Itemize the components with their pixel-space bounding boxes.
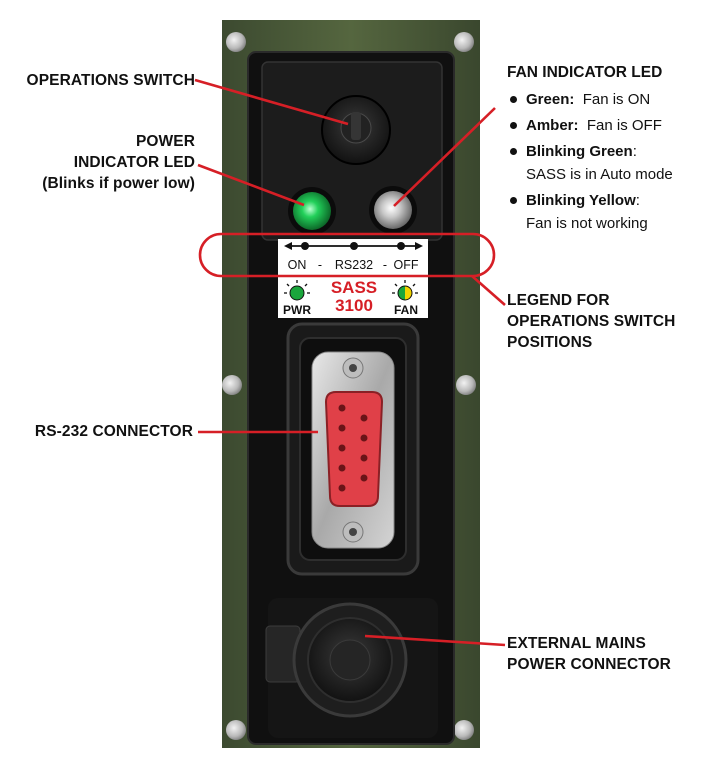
pwr-label: PWR [283, 303, 311, 317]
rs232-callout: RS-232 CONNECTOR [0, 421, 193, 442]
screw-icon [226, 720, 246, 740]
legend-on: ON [288, 258, 307, 272]
power-led-label-line1: POWER [135, 133, 195, 150]
power-led-leader [197, 163, 305, 207]
arrow-left-icon [284, 242, 292, 250]
legend-leader [471, 275, 506, 306]
fan-led-icon [392, 280, 418, 301]
fan-state-desc: : [632, 143, 637, 160]
switch-legend-plate [278, 239, 428, 318]
fan-state-term: Blinking Yellow [526, 192, 636, 209]
operations-switch-callout: OPERATIONS SWITCH [0, 70, 195, 91]
power-led-callout: POWER INDICATOR LED (Blinks if power low… [0, 131, 195, 194]
legend-dash: - [383, 258, 387, 272]
fan-led-callout: FAN INDICATOR LED Green: Fan is ON Amber… [507, 62, 722, 238]
fan-state-item: Green: Fan is ON [507, 88, 722, 111]
fan-led [374, 191, 412, 229]
standoff-hole [349, 528, 357, 536]
legend-label-line1: LEGEND FOR [507, 292, 610, 309]
mains-connector-center [329, 639, 371, 681]
fan-led-leader [393, 107, 496, 207]
fan-state-term: Blinking Green [526, 143, 633, 160]
db9-pins [338, 404, 368, 492]
fan-label: FAN [394, 303, 418, 317]
power-led [293, 192, 331, 230]
operations-switch-label: OPERATIONS SWITCH [26, 72, 195, 89]
pwr-led-icon [284, 280, 310, 301]
mains-label-line1: EXTERNAL MAINS [507, 635, 646, 652]
screw-icon [456, 375, 476, 395]
switch-position-dot [301, 242, 309, 250]
fan-state-desc: Fan is ON [574, 91, 651, 108]
annotation-lines [194, 78, 506, 647]
fan-state-desc: Fan is OFF [578, 117, 662, 134]
power-led-label-line2: INDICATOR LED [73, 154, 195, 171]
db9-red-insert [324, 391, 384, 507]
legend-label-line2: OPERATIONS SWITCH [507, 313, 676, 330]
operations-switch-leader [194, 78, 349, 126]
standoff-hole [349, 364, 357, 372]
fan-led-title: FAN INDICATOR LED [507, 64, 663, 81]
fan-state-desc: : [635, 192, 640, 209]
legend-off: OFF [394, 258, 419, 272]
fan-state-extra: SASS is in Auto mode [526, 166, 673, 183]
legend-label-line3: POSITIONS [507, 334, 593, 351]
fan-state-term: Amber: [526, 117, 579, 134]
fan-state-item: Blinking Green: SASS is in Auto mode [507, 140, 722, 186]
fan-state-term: Green: [526, 91, 575, 108]
screw-icon [454, 720, 474, 740]
legend-highlight-oval [198, 232, 496, 278]
arrow-right-icon [415, 242, 423, 250]
screw-icon [226, 32, 246, 52]
knob-lever [351, 112, 361, 140]
fan-state-extra: Fan is not working [526, 215, 648, 232]
mains-leader [364, 634, 506, 647]
fan-state-item: Amber: Fan is OFF [507, 114, 722, 137]
legend-callout: LEGEND FOR OPERATIONS SWITCH POSITIONS [507, 290, 722, 353]
legend-rs232: RS232 [335, 258, 373, 272]
model-number: 3100 [335, 296, 373, 315]
fan-led-states: Green: Fan is ON Amber: Fan is OFF Blink… [507, 88, 722, 235]
model-name: SASS [331, 278, 377, 297]
mains-callout: EXTERNAL MAINS POWER CONNECTOR [507, 633, 722, 675]
switch-position-dot [397, 242, 405, 250]
mains-label-line2: POWER CONNECTOR [507, 656, 671, 673]
legend-dash: - [318, 258, 322, 272]
power-led-label-line3: (Blinks if power low) [42, 175, 195, 192]
screw-icon [454, 32, 474, 52]
rs232-label: RS-232 CONNECTOR [34, 423, 193, 440]
screw-icon [222, 375, 242, 395]
switch-position-dot [350, 242, 358, 250]
fan-state-item: Blinking Yellow: Fan is not working [507, 189, 722, 235]
